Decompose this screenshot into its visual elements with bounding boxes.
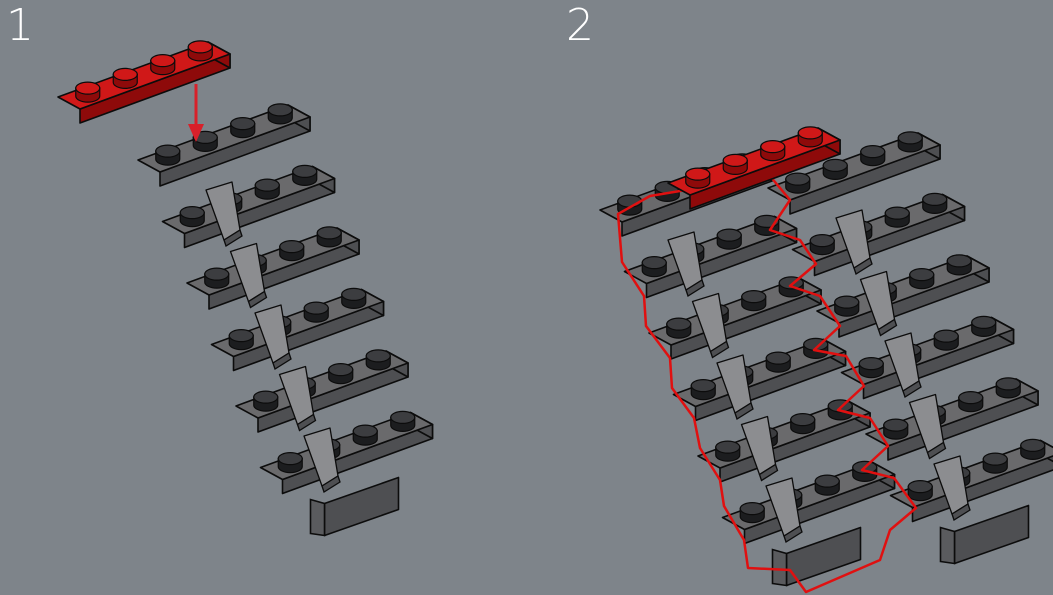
stud-top — [898, 132, 922, 144]
stud-top — [959, 392, 983, 404]
stud-top — [342, 288, 366, 300]
stair-step-plate — [138, 104, 310, 186]
step-1-illustration — [58, 41, 433, 536]
stud-top — [723, 154, 747, 166]
stair-step-plate — [261, 411, 433, 493]
stud-top — [113, 68, 137, 80]
stud-top — [716, 441, 740, 453]
stud-top — [691, 380, 715, 392]
stud-top — [859, 358, 883, 370]
stud-top — [156, 145, 180, 157]
stud-top — [934, 330, 958, 342]
stud-top — [229, 330, 253, 342]
stair-base-block — [787, 528, 861, 586]
new-red-plate — [58, 41, 230, 123]
stud-top — [717, 229, 741, 241]
stud-top — [231, 118, 255, 130]
stud-top — [667, 318, 691, 330]
stud-top — [329, 364, 353, 376]
stair-base-block-side — [311, 500, 325, 536]
stair-base-block-side — [773, 550, 787, 586]
stud-top — [835, 296, 859, 308]
stair-step-plate — [723, 461, 895, 543]
stair-base-block — [325, 478, 399, 536]
stud-top — [366, 350, 390, 362]
stud-top — [740, 503, 764, 515]
stud-top — [908, 481, 932, 493]
stud-top — [293, 165, 317, 177]
stud-top — [761, 141, 785, 153]
stud-top — [1021, 439, 1045, 451]
stair-step-plate — [817, 255, 989, 337]
stud-top — [983, 453, 1007, 465]
stud-top — [151, 55, 175, 67]
stud-top — [76, 82, 100, 94]
stair-step-plate — [793, 193, 965, 275]
stud-top — [972, 316, 996, 328]
stud-top — [180, 207, 204, 219]
stud-top — [884, 419, 908, 431]
stud-top — [280, 241, 304, 253]
stud-top — [947, 255, 971, 267]
stud-top — [823, 159, 847, 171]
stud-top — [810, 235, 834, 247]
stair-step-plate — [842, 316, 1014, 398]
stud-top — [317, 227, 341, 239]
stud-top — [254, 391, 278, 403]
stud-top — [205, 268, 229, 280]
stud-top — [791, 414, 815, 426]
step-2-illustration — [600, 127, 1053, 592]
stud-top — [686, 168, 710, 180]
stud-top — [268, 104, 292, 116]
stair-step-plate — [236, 350, 408, 432]
staircase — [138, 104, 433, 536]
stud-top — [742, 291, 766, 303]
stud-top — [304, 302, 328, 314]
stud-top — [618, 195, 642, 207]
stud-top — [910, 269, 934, 281]
stair-step-plate — [187, 227, 359, 309]
stud-top — [353, 425, 377, 437]
stud-top — [786, 173, 810, 185]
stair-step-plate — [649, 277, 821, 359]
stud-top — [766, 352, 790, 364]
stair-step-plate — [212, 288, 384, 370]
stud-top — [391, 411, 415, 423]
stud-top — [278, 453, 302, 465]
stud-top — [923, 193, 947, 205]
stud-top — [885, 207, 909, 219]
stud-top — [642, 257, 666, 269]
stud-top — [815, 475, 839, 487]
stud-top — [861, 146, 885, 158]
stair-step-plate — [866, 378, 1038, 460]
stair-base-block — [955, 506, 1029, 564]
stair-step-plate — [163, 165, 335, 247]
stud-top — [798, 127, 822, 139]
stud-top — [996, 378, 1020, 390]
stud-top — [255, 179, 279, 191]
stud-top — [188, 41, 212, 53]
stair-base-block-side — [941, 528, 955, 564]
